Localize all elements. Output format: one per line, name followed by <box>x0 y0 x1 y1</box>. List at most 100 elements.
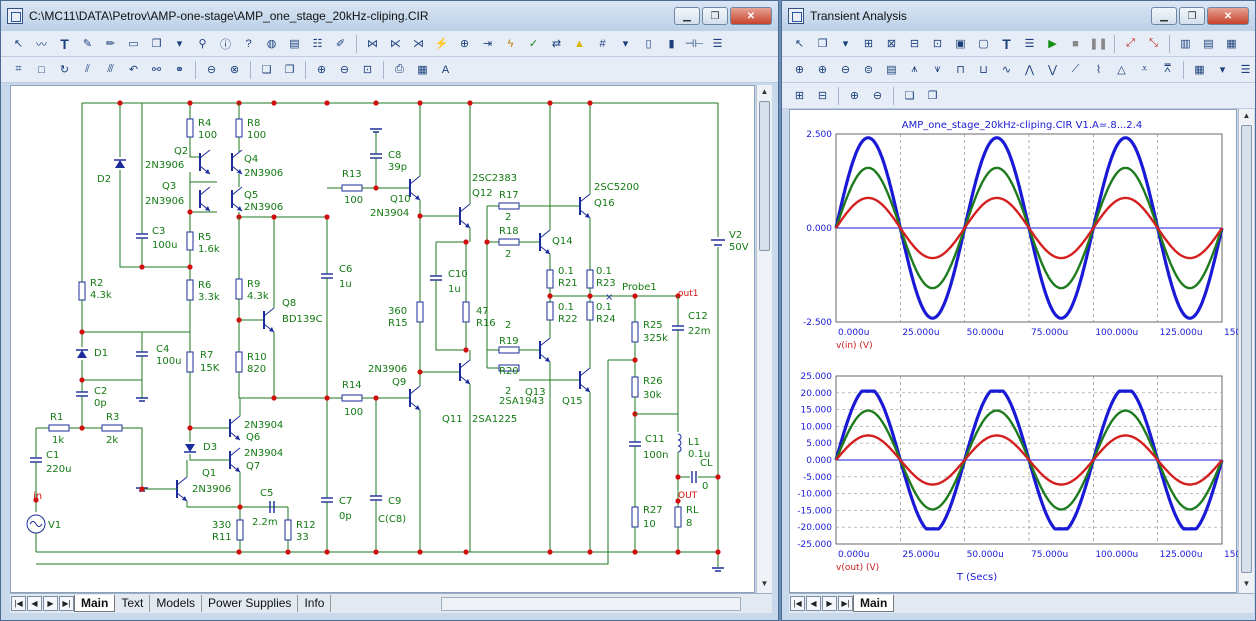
tab-power-supplies[interactable]: Power Supplies <box>202 595 299 612</box>
grid-icon[interactable]: # <box>599 37 606 50</box>
globe-icon[interactable]: ◍ <box>266 38 277 50</box>
dropdown-icon[interactable]: ▾ <box>176 38 183 50</box>
pen-icon[interactable]: ✎ <box>82 38 93 50</box>
text-tool-icon[interactable]: T <box>60 35 69 52</box>
cancel-icon[interactable]: ⊗ <box>229 64 240 76</box>
snap-icon[interactable]: ⌗ <box>15 63 22 75</box>
properties-icon-2[interactable]: ☰ <box>1024 38 1035 50</box>
properties-icon[interactable]: ☰ <box>712 38 723 50</box>
restore-button-2[interactable]: ❐ <box>1179 7 1205 25</box>
point-tag-icon[interactable]: ⊡ <box>932 38 943 50</box>
node-current-icon[interactable]: ⋊ <box>413 38 424 50</box>
schematic-vscroll[interactable]: ▲ ▼ <box>756 85 772 593</box>
plot-next-page-icon[interactable]: ▶ <box>822 596 837 611</box>
box-icon[interactable]: □ <box>38 63 45 76</box>
zoom-out-icon-3[interactable]: ⊖ <box>872 90 883 102</box>
fit-icon[interactable]: ⊞ <box>794 90 805 102</box>
curve-icon[interactable]: ⌇ <box>1095 64 1102 76</box>
node-numbers-icon[interactable]: ⋈ <box>367 38 378 50</box>
horizontal-tag-icon[interactable]: ▣ <box>955 38 966 50</box>
find-icon[interactable]: ⚯ <box>151 64 162 76</box>
wire-icon[interactable]: 〰 <box>36 38 47 51</box>
minimize-button-2[interactable]: ▁ <box>1151 7 1177 25</box>
page-icon[interactable]: ▯ <box>645 38 652 50</box>
tab-info[interactable]: Info <box>298 595 332 612</box>
valley-icon[interactable]: ⩛ <box>934 63 941 75</box>
horizontal-scrollbar[interactable] <box>441 596 742 611</box>
hierarchy-icon[interactable]: ⊕ <box>459 38 470 50</box>
global-low-icon[interactable]: ⋁ <box>1047 64 1058 76</box>
table-icon[interactable]: ☷ <box>312 38 323 50</box>
dropdown-icon-4[interactable]: ▾ <box>1219 64 1226 76</box>
zoom-in-icon-2[interactable]: ⊕ <box>817 64 828 76</box>
plot-tab-main[interactable]: Main <box>853 595 895 612</box>
mirror-icon[interactable]: ⫽ <box>85 63 90 75</box>
layout-icon[interactable]: ▦ <box>417 64 428 76</box>
rotate-icon[interactable]: ↻ <box>59 64 70 76</box>
page-edit-icon[interactable]: ▮ <box>668 38 675 50</box>
next-page-icon[interactable]: ▶ <box>43 596 58 611</box>
close-button[interactable]: ✕ <box>730 7 772 25</box>
close-button-2[interactable]: ✕ <box>1207 7 1249 25</box>
zoom-out-icon-2[interactable]: ⊖ <box>840 64 851 76</box>
pin-icon[interactable]: ⇥ <box>482 38 493 50</box>
collapse-icon[interactable]: ⤡ <box>1149 37 1158 49</box>
palette-icon[interactable]: ▦ <box>1194 64 1205 76</box>
zoom-fit-icon[interactable]: ⊡ <box>362 64 373 76</box>
dropdown-icon-3[interactable]: ▾ <box>842 38 849 50</box>
undo-icon[interactable]: ↶ <box>128 64 139 76</box>
node-voltage-icon[interactable]: ⋉ <box>390 38 401 50</box>
zoom-in-icon[interactable]: ⊕ <box>316 64 327 76</box>
export-icon[interactable]: ⎙ <box>395 63 404 75</box>
pencil-icon[interactable]: ✏ <box>105 38 116 50</box>
back-icon[interactable]: ❐ <box>284 64 295 76</box>
flip-icon[interactable]: ⇄ <box>551 38 562 50</box>
component-icon[interactable]: ▭ <box>128 38 139 50</box>
first-page-icon[interactable]: |◀ <box>11 596 26 611</box>
copy-icon[interactable]: ❐ <box>151 38 162 50</box>
prev-page-icon[interactable]: ◀ <box>27 596 42 611</box>
restore-button[interactable]: ❐ <box>702 7 728 25</box>
select-arrow-icon[interactable]: ↖ <box>13 38 24 50</box>
tab-main[interactable]: Main <box>74 595 116 612</box>
info-icon[interactable]: ⓘ <box>220 38 231 51</box>
help-icon[interactable]: ? <box>245 37 252 50</box>
zoom-region-icon[interactable]: ⊕ <box>794 64 805 76</box>
stop-icon[interactable]: ⊖ <box>206 64 217 76</box>
vertical-tag-icon[interactable]: ▢ <box>978 38 989 50</box>
warning-icon[interactable]: ▲ <box>574 37 585 50</box>
minimize-button[interactable]: ▁ <box>674 7 700 25</box>
last-page-icon[interactable]: ▶| <box>59 596 74 611</box>
expand-icon[interactable]: ⤢ <box>1126 37 1135 49</box>
check-icon[interactable]: ✓ <box>528 38 539 50</box>
zoom-in-icon-3[interactable]: ⊕ <box>849 90 860 102</box>
slope-icon[interactable]: ⟋ <box>1071 63 1080 75</box>
scale-icon[interactable]: ⊞ <box>863 38 874 50</box>
list-icon[interactable]: ☰ <box>1240 64 1251 76</box>
text-tool-icon-2[interactable]: T <box>1002 35 1011 52</box>
bottom-icon[interactable]: ⩡ <box>1141 63 1148 75</box>
delta-icon[interactable]: △ <box>1117 64 1126 76</box>
tag-icon[interactable]: ⊟ <box>909 38 920 50</box>
flash-icon[interactable]: ϟ <box>507 37 514 50</box>
inflection-icon[interactable]: ∿ <box>1001 64 1012 76</box>
state-variables-icon[interactable]: ▤ <box>1203 38 1214 50</box>
power-icon[interactable]: ⚡ <box>434 38 449 50</box>
back-icon-2[interactable]: ❐ <box>927 90 938 102</box>
fit-vertical-icon[interactable]: ⊟ <box>817 90 828 102</box>
plot-properties-icon[interactable]: ▤ <box>886 64 897 76</box>
dropdown-icon-2[interactable]: ▾ <box>622 38 629 50</box>
binoculars-icon[interactable]: ⚭ <box>174 64 185 76</box>
edit-icon[interactable]: ✐ <box>335 38 346 50</box>
numeric-output-icon[interactable]: ▥ <box>1180 38 1191 50</box>
grid-text-icon[interactable]: ▤ <box>289 38 300 50</box>
zoom-out-icon[interactable]: ⊖ <box>339 64 350 76</box>
select-arrow-icon-2[interactable]: ↖ <box>794 38 805 50</box>
front-icon-2[interactable]: ❏ <box>904 90 915 102</box>
capacitor-icon[interactable]: ⊣⊢ <box>684 38 705 50</box>
plot-canvas[interactable]: AMP_one_stage_20kHz-cliping.CIR V1.A=.8.… <box>789 109 1256 593</box>
global-high-icon[interactable]: ⋀ <box>1024 64 1035 76</box>
copy-icon-2[interactable]: ❐ <box>817 38 828 50</box>
plot-last-page-icon[interactable]: ▶| <box>838 596 853 611</box>
